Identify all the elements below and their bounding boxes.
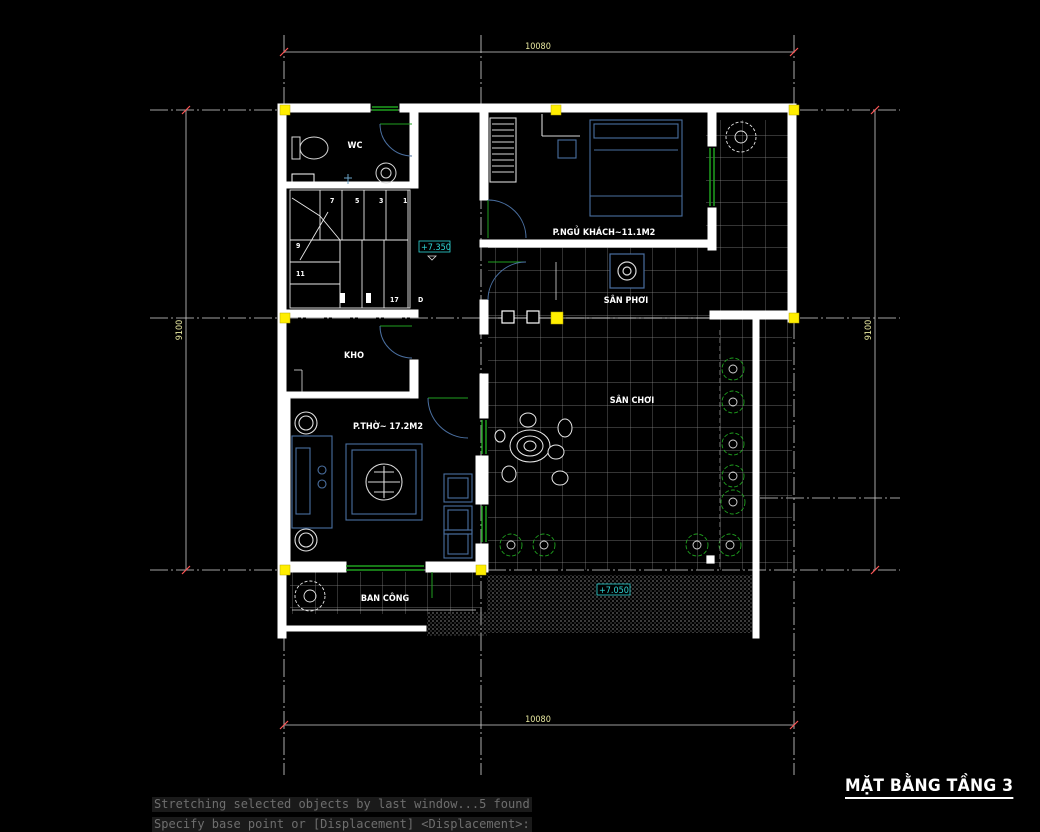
svg-text:11: 11 bbox=[296, 270, 305, 278]
grip-handle bbox=[550, 311, 564, 325]
label-play-yard: SÂN CHƠI bbox=[610, 394, 655, 406]
svg-text:3: 3 bbox=[379, 197, 383, 205]
altar-furniture[interactable] bbox=[291, 411, 473, 559]
column-boxes bbox=[501, 310, 715, 564]
level-tag-stair: +7.350 bbox=[418, 240, 451, 261]
windows bbox=[346, 106, 715, 571]
guest-bed[interactable] bbox=[489, 114, 683, 217]
grip-handle bbox=[788, 312, 800, 324]
label-laundry-yard: SÂN PHƠI bbox=[604, 294, 649, 306]
plant-icon bbox=[294, 580, 326, 612]
svg-text:9: 9 bbox=[296, 242, 300, 250]
svg-text:+7.350: +7.350 bbox=[421, 243, 451, 253]
dimension-bottom: 10080 bbox=[525, 715, 551, 725]
stair-posts bbox=[340, 293, 371, 303]
svg-text:7: 7 bbox=[330, 197, 334, 205]
label-storage: KHO bbox=[344, 351, 364, 361]
room-labels: WC P.NGỦ KHÁCH~11.1M2 SÂN PHƠI KHO SÂN C… bbox=[344, 141, 655, 604]
level-tag-balcony: +7.050 bbox=[596, 583, 631, 596]
staircase[interactable] bbox=[289, 189, 411, 309]
plants bbox=[294, 121, 757, 612]
svg-text:17: 17 bbox=[390, 296, 399, 304]
label-balcony: BAN CÔNG bbox=[361, 592, 410, 604]
wc-fixtures bbox=[291, 136, 397, 184]
dimension-left: 9100 bbox=[175, 320, 185, 341]
grip-handle bbox=[475, 564, 487, 576]
grip-handle bbox=[550, 104, 562, 116]
rock-garden bbox=[494, 412, 573, 486]
dimension-top: 10080 bbox=[525, 42, 551, 52]
drawing-title: MẶT BẰNG TẦNG 3 bbox=[845, 776, 1014, 799]
svg-text:5: 5 bbox=[355, 197, 359, 205]
label-wc: WC bbox=[348, 141, 363, 151]
washing-machine-icon bbox=[609, 253, 645, 289]
grip-handle bbox=[788, 104, 800, 116]
dimension-lines bbox=[181, 47, 880, 730]
balcony-tile-floor bbox=[290, 572, 480, 614]
svg-text:D: D bbox=[418, 296, 423, 304]
grip-points[interactable] bbox=[279, 104, 800, 576]
grip-handle bbox=[279, 312, 291, 324]
grip-handle bbox=[279, 564, 291, 576]
command-line-history: Stretching selected objects by last wind… bbox=[152, 797, 532, 812]
command-line-prompt[interactable]: Specify base point or [Displacement] <Di… bbox=[152, 817, 532, 832]
dimension-right: 9100 bbox=[864, 320, 874, 341]
plant-icon bbox=[725, 121, 757, 153]
grip-handle bbox=[279, 104, 291, 116]
label-guest-bedroom: P.NGỦ KHÁCH~11.1M2 bbox=[553, 225, 656, 238]
svg-text:1: 1 bbox=[403, 197, 407, 205]
walls bbox=[277, 103, 797, 639]
svg-text:+7.050: +7.050 bbox=[599, 586, 629, 596]
label-worship-room: P.THỜ~ 17.2M2 bbox=[353, 420, 423, 432]
doors bbox=[379, 123, 527, 598]
stair-step-numbers: 7 5 3 1 9 11 17 D bbox=[296, 197, 423, 304]
